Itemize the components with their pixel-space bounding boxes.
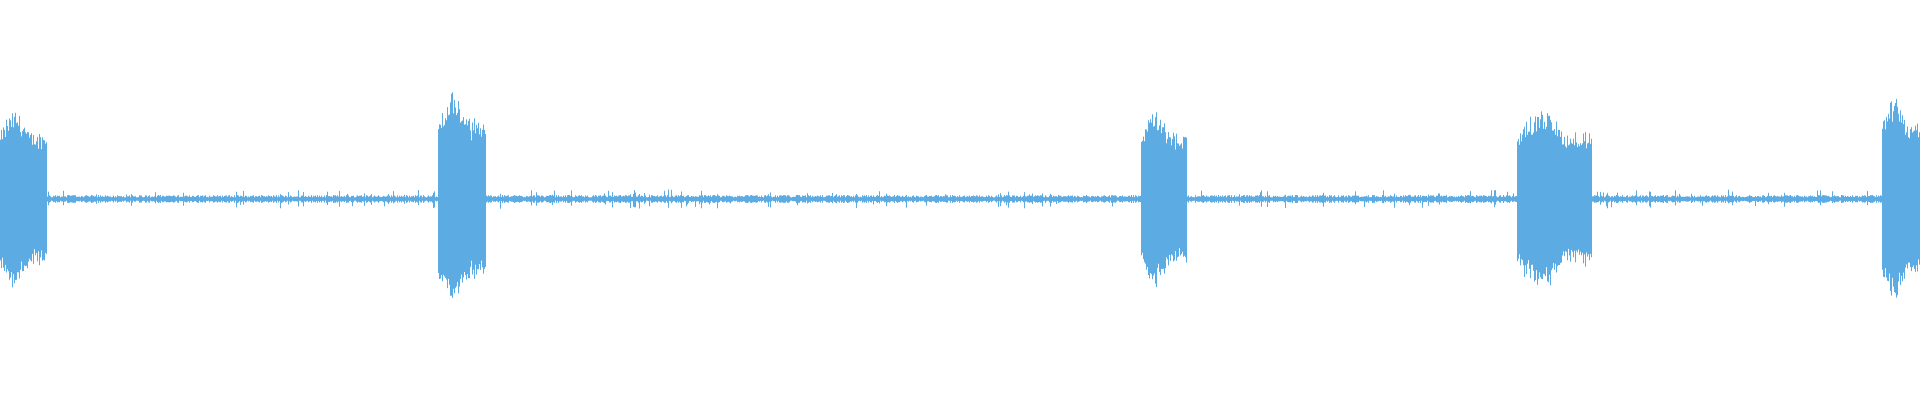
waveform-burst-2 xyxy=(438,89,486,309)
waveform-marks xyxy=(0,89,1920,309)
waveform-burst-3 xyxy=(1141,109,1187,289)
waveform-burst-1 xyxy=(0,107,46,291)
waveform-signal xyxy=(0,92,1920,298)
waveform-burst-5 xyxy=(1882,93,1920,305)
waveform-burst-4 xyxy=(1517,107,1592,291)
